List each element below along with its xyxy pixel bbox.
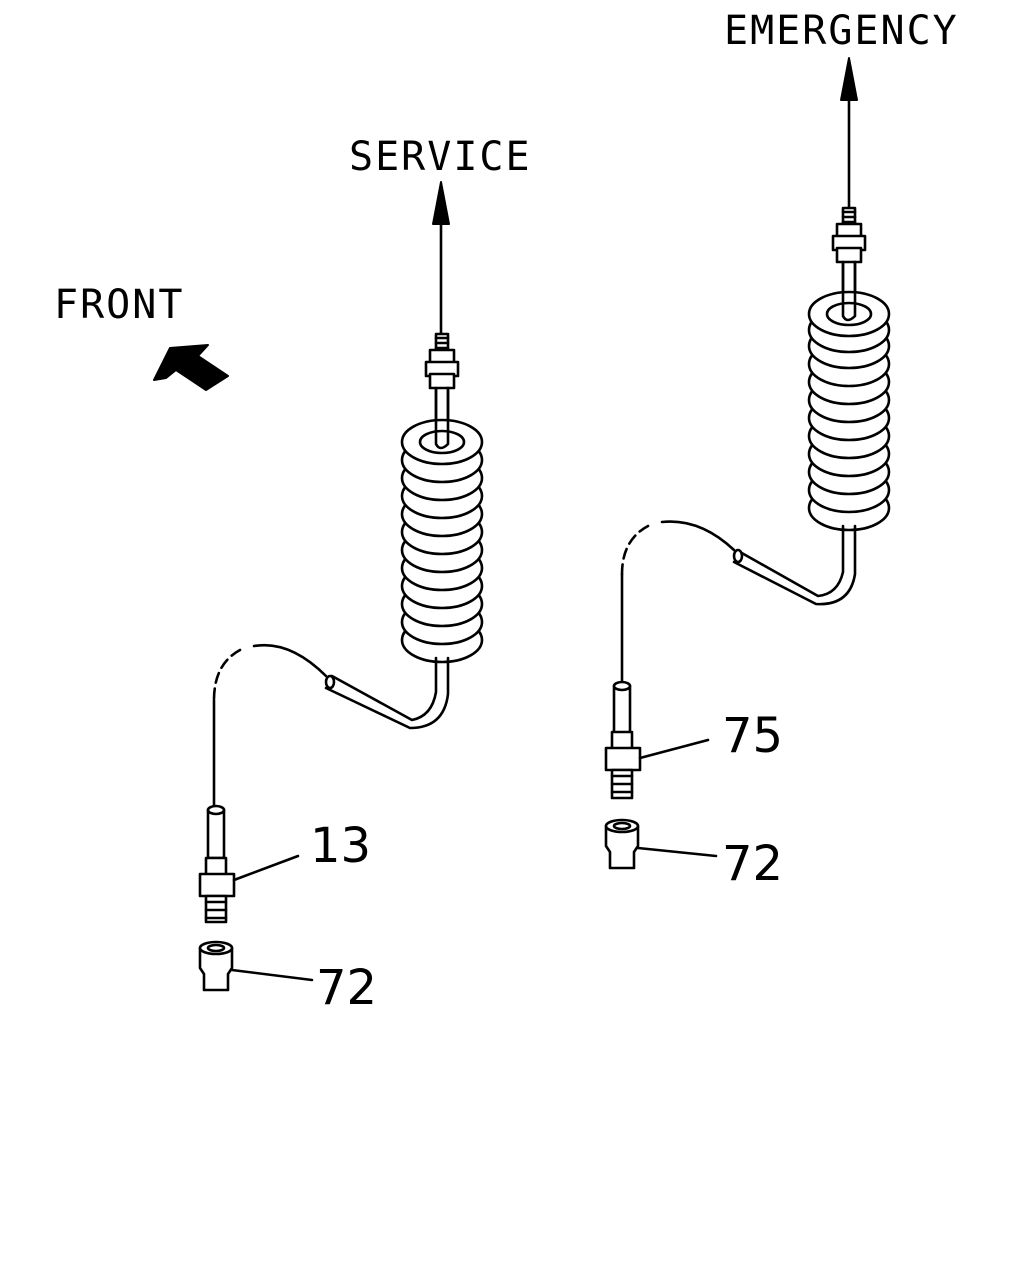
callout-13-leader (232, 854, 300, 882)
callout-72-leader-right (636, 846, 718, 858)
emergency-coil (807, 260, 891, 532)
emergency-coupling-75 (604, 680, 642, 800)
callout-75-leader (638, 738, 710, 760)
service-hose (252, 643, 328, 678)
service-coil (400, 386, 484, 664)
emergency-label: EMERGENCY (724, 8, 959, 54)
service-cap-72 (198, 940, 234, 992)
front-label: FRONT (54, 282, 184, 328)
emergency-arrow-icon (840, 57, 858, 101)
emergency-hose-assembly: EMERGENCY (604, 8, 959, 892)
service-hose-assembly: SERVICE (198, 134, 532, 1016)
emergency-hose (660, 520, 736, 552)
emergency-top-fitting (831, 206, 867, 264)
service-coupling-13 (198, 804, 236, 924)
callout-72-left: 72 (316, 960, 377, 1016)
service-tail-pipe (330, 656, 438, 722)
front-arrow-icon (153, 344, 229, 391)
service-arrow-icon (432, 181, 450, 225)
callout-13: 13 (310, 818, 371, 874)
callout-75: 75 (722, 708, 783, 764)
callout-72-leader-left (230, 968, 314, 982)
emergency-tail-pipe (738, 524, 845, 598)
service-label: SERVICE (349, 134, 532, 180)
service-top-fitting (424, 332, 460, 390)
emergency-cap-72 (604, 818, 640, 870)
callout-72-right: 72 (722, 836, 783, 892)
